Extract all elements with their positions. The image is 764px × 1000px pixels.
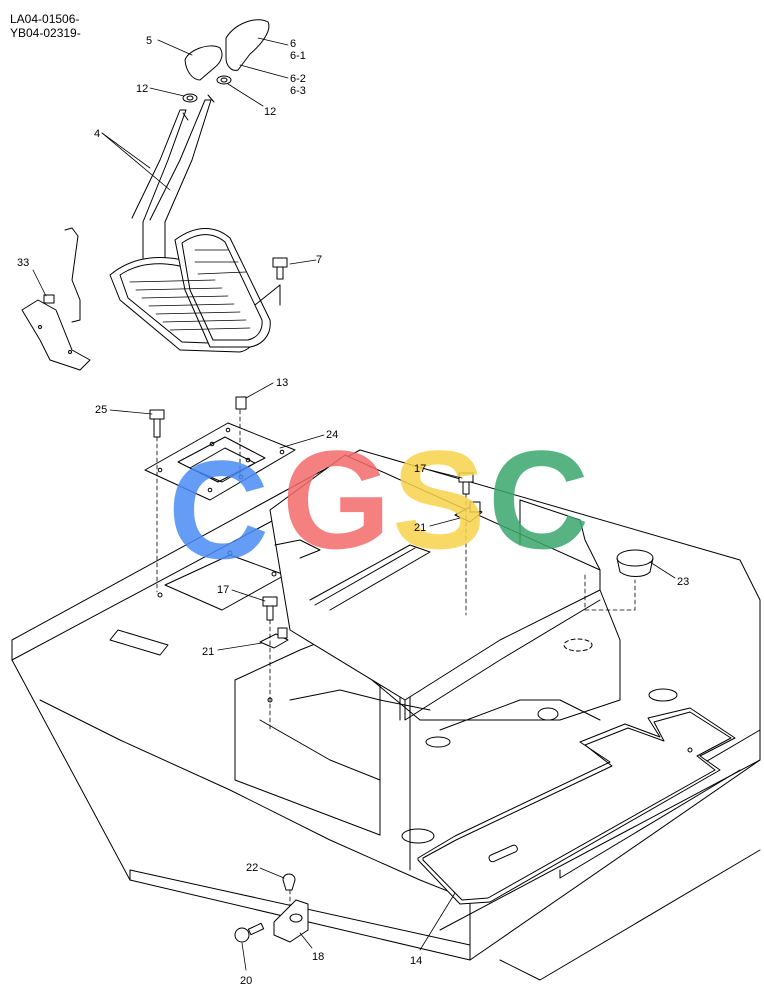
callout-6-1: 6-1: [290, 50, 306, 62]
callout-24: 24: [326, 429, 338, 441]
callout-14: 14: [410, 955, 422, 967]
watermark-letter-g: G: [282, 421, 391, 578]
callout-21a: 21: [414, 522, 426, 534]
watermark-letter-c1: C: [168, 431, 269, 588]
assembly-lines: [156, 409, 636, 906]
bracket-18: [273, 899, 309, 943]
watermark-letter-c2: C: [488, 421, 589, 578]
callout-20: 20: [240, 975, 252, 987]
watermark-letter-s: S: [392, 421, 485, 578]
watermark: C G S C: [168, 421, 589, 588]
callout-12a: 12: [136, 83, 148, 95]
pedal-assembly: [109, 99, 281, 353]
callout-25: 25: [95, 404, 107, 416]
callout-7: 7: [316, 254, 322, 266]
callout-18: 18: [312, 951, 324, 963]
pin-22: [282, 873, 296, 891]
leader-lines: [32, 37, 676, 971]
callout-33: 33: [17, 257, 29, 269]
callout-5: 5: [146, 35, 152, 47]
mount-plate: [144, 422, 296, 501]
cap-23: [616, 549, 654, 577]
clip-21a: [454, 501, 483, 523]
header-code-2: YB04-02319-: [10, 26, 81, 40]
callout-12b: 12: [264, 106, 276, 118]
bolt-7: [272, 257, 288, 280]
floor-mat: [417, 707, 741, 905]
callout-13: 13: [276, 377, 288, 389]
callout-17a: 17: [414, 463, 426, 475]
top-panel: [269, 454, 601, 721]
callout-23: 23: [677, 576, 689, 588]
pedal-knobs: [182, 19, 270, 121]
bolt-20: [234, 922, 265, 943]
plug-13: [235, 396, 247, 410]
callout-4: 4: [94, 128, 100, 140]
callout-22: 22: [246, 862, 258, 874]
callout-6-3: 6-3: [290, 85, 306, 97]
callout-labels: 5 6 6-1 6-2 6-3 12 12 4 7 33 13 25 24 17…: [17, 35, 689, 987]
callout-6: 6: [290, 38, 296, 50]
callout-17b: 17: [217, 584, 229, 596]
clip-21b: [259, 627, 289, 649]
callout-6-2: 6-2: [290, 73, 306, 85]
callout-21b: 21: [202, 646, 214, 658]
bracket-33: [21, 227, 91, 371]
header-code-1: LA04-01506-: [10, 12, 80, 26]
